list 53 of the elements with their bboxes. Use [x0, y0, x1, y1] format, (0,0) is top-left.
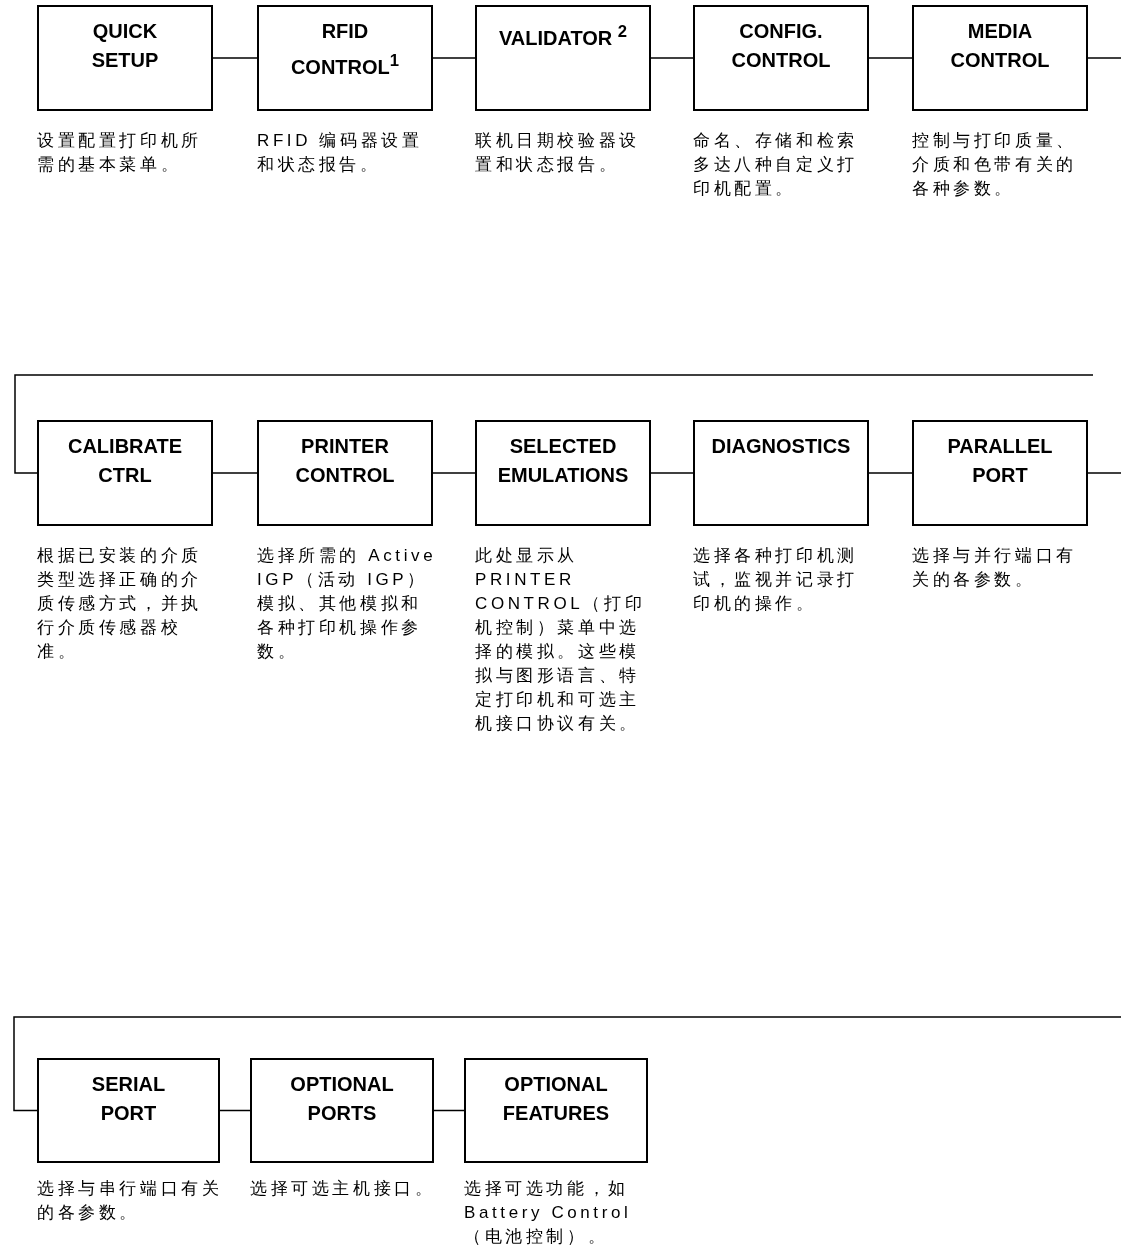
connector-line — [1087, 472, 1121, 474]
menu-box — [693, 420, 869, 526]
menu-box — [257, 5, 433, 111]
box-title: CALIBRATE CTRL — [66, 434, 184, 488]
description-text: 选择可选功能，如 Battery Control（电池控制）。 — [464, 1178, 633, 1248]
connector-line — [219, 1109, 251, 1112]
box-title: QUICK SETUP — [90, 19, 160, 73]
connector-line — [432, 472, 476, 474]
menu-box — [475, 420, 651, 526]
connector-line — [14, 374, 1094, 474]
description-text: 选择各种打印机测试，监视并记录打印机的操作。 — [693, 545, 859, 615]
description-text: 联机日期校验器设置和状态报告。 — [475, 130, 641, 176]
menu-box — [250, 1058, 434, 1163]
connector-line — [868, 57, 913, 59]
menu-box — [37, 420, 213, 526]
description-text: 控制与打印质量、介质和色带有关的各种参数。 — [912, 130, 1078, 200]
menu-box — [37, 5, 213, 111]
box-title: OPTIONAL FEATURES — [501, 1072, 611, 1126]
menu-box — [693, 5, 869, 111]
menu-box — [912, 420, 1088, 526]
description-text: 此处显示从 PRINTER CONTROL（打印机控制）菜单中选择的模拟。这些模拟与图形语言、特定打印机和可选主机接口协议有关。 — [475, 545, 647, 735]
description-text: RFID 编码器设置和状态报告。 — [257, 130, 424, 176]
menu-box — [37, 1058, 220, 1163]
description-text: 选择与并行端口有关的各参数。 — [912, 545, 1078, 591]
box-title: CONFIG. CONTROL — [730, 19, 832, 73]
box-title: OPTIONAL PORTS — [289, 1072, 395, 1126]
description-text: 命名、存储和检索多达八种自定义打印机配置。 — [693, 130, 859, 200]
connector-line — [1087, 57, 1121, 59]
connector-line — [650, 57, 694, 59]
box-title: RFID CONTROL$^{1}$ — [289, 19, 401, 80]
connector-line — [868, 472, 913, 474]
box-title: DIAGNOSTICS — [711, 434, 851, 459]
connector-line — [212, 472, 258, 474]
menu-box — [464, 1058, 648, 1163]
description-text: 选择所需的 Active IGP（活动 IGP）模拟、其他模拟和各种打印机操作参数。 — [257, 545, 438, 663]
description-text: 选择与串行端口有关的各参数。 — [37, 1178, 224, 1224]
connector-line — [433, 1109, 465, 1112]
box-title: MEDIA CONTROL — [949, 19, 1051, 73]
box-title: SERIAL PORT — [90, 1072, 167, 1126]
menu-box — [257, 420, 433, 526]
menu-box — [475, 5, 651, 111]
box-title: VALIDATOR $^{2}$ — [498, 21, 628, 51]
description-text: 根据已安装的介质类型选择正确的介质传感方式，并执行介质传感器校准。 — [37, 545, 203, 663]
connector-line — [13, 1016, 1121, 1112]
box-title: PRINTER CONTROL — [294, 434, 396, 488]
box-title: SELECTED EMULATIONS — [496, 434, 630, 488]
description-text: 设置配置打印机所需的基本菜单。 — [37, 130, 203, 176]
connector-line — [432, 57, 476, 59]
connector-line — [650, 472, 694, 474]
menu-box — [912, 5, 1088, 111]
box-title: PARALLEL PORT — [946, 434, 1054, 488]
connector-line — [212, 57, 258, 59]
description-text: 选择可选主机接口。 — [250, 1178, 437, 1200]
